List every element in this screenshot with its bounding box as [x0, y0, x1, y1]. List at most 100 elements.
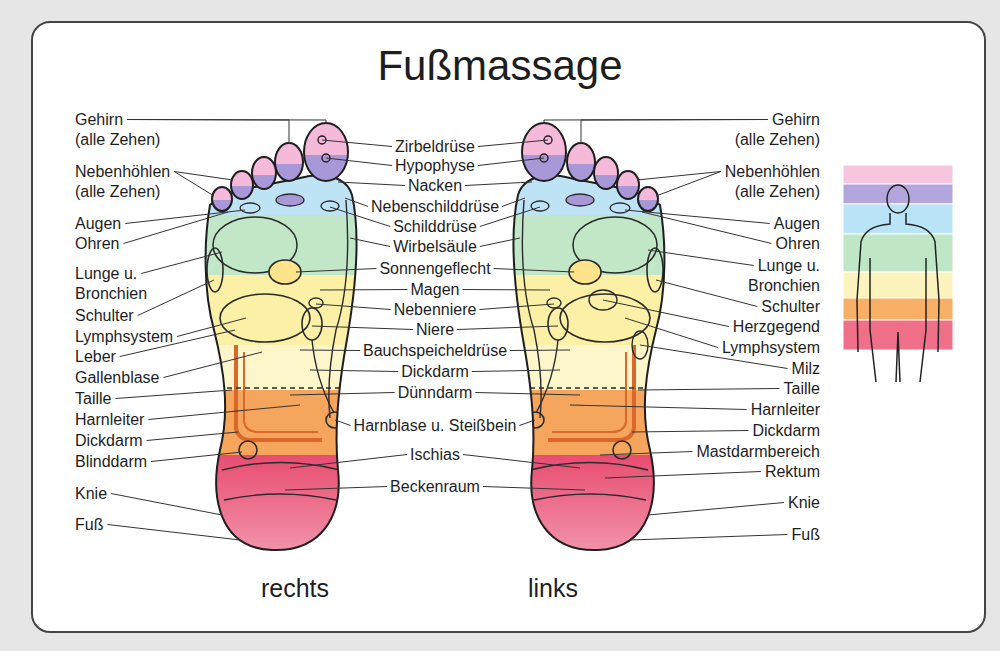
- zone-label: Ischias: [285, 445, 585, 465]
- zone-label: Taille: [784, 379, 820, 399]
- leader-line: [148, 405, 300, 420]
- chart-title: Fußmassage: [0, 40, 1000, 92]
- foot-caption: links: [458, 573, 648, 603]
- zone-label: Nacken: [285, 176, 585, 196]
- leader-line: [465, 182, 532, 186]
- zone-label: Magen: [285, 280, 585, 300]
- zone-label: Rektum: [765, 462, 820, 482]
- zone-label: Gehirn (alle Zehen): [75, 110, 165, 150]
- zone-label: Fuß: [792, 525, 820, 545]
- zone-label: Nebenhöhlen (alle Zehen): [75, 162, 175, 202]
- leader-line: [656, 280, 757, 307]
- zone-label: Augen: [774, 214, 820, 234]
- leader-line: [151, 452, 242, 462]
- illustration-part: [843, 165, 953, 184]
- leader-line: [480, 238, 520, 247]
- zone-label: Gehirn (alle Zehen): [730, 110, 820, 150]
- leader-line: [335, 420, 351, 426]
- zone-label: Blinddarm: [75, 452, 147, 472]
- leader-line: [605, 472, 761, 479]
- leader-line: [116, 390, 233, 399]
- leader-line: [519, 420, 535, 426]
- zone-label: Gallenblase: [75, 368, 160, 388]
- leader-line: [300, 350, 360, 352]
- leader-line: [290, 455, 407, 469]
- leader-line: [350, 238, 390, 247]
- leader-line: [164, 352, 263, 378]
- body-zone-key: [843, 165, 953, 382]
- illustration-part: [843, 298, 953, 320]
- leader-line: [472, 370, 560, 372]
- leader-line: [632, 431, 748, 433]
- zone-label: Augen: [75, 214, 121, 234]
- zone-label: Leber: [75, 347, 116, 367]
- leader-line: [642, 212, 772, 244]
- leader-line: [638, 389, 780, 391]
- illustration-part: [843, 184, 953, 204]
- leader-line: [625, 210, 770, 224]
- leader-line: [338, 182, 405, 186]
- zone-label: Dickdarm: [285, 362, 585, 382]
- zone-label: Wirbelsäule: [285, 237, 585, 257]
- zone-label: Ohren: [75, 234, 119, 254]
- leader-line: [174, 172, 233, 181]
- illustration-part: [843, 204, 953, 234]
- zone-label: Bauchspeicheldrüse: [285, 341, 585, 361]
- leader-line: [285, 487, 387, 491]
- leader-line: [310, 370, 398, 372]
- leader-line: [570, 405, 747, 410]
- leader-line: [290, 393, 395, 396]
- leader-line: [108, 525, 241, 541]
- leader-line: [326, 158, 392, 166]
- leader-line: [141, 252, 222, 274]
- zone-label: Mastdarmbereich: [696, 442, 820, 462]
- foot-area: rechts: [200, 120, 390, 603]
- leader-line: [648, 503, 784, 516]
- leader-line: [138, 280, 214, 316]
- leader-line: [600, 452, 692, 456]
- illustration-part: [843, 272, 953, 298]
- leader-line: [483, 487, 585, 491]
- leader-line: [111, 494, 222, 516]
- foot-area: links: [458, 120, 648, 603]
- leader-line: [312, 326, 413, 330]
- leader-line: [463, 289, 551, 291]
- right-foot: [180, 123, 380, 565]
- leader-line: [475, 393, 580, 396]
- leader-line: [637, 172, 721, 181]
- zone-label: Schilddrüse: [285, 217, 585, 237]
- zone-label: Knie: [75, 484, 107, 504]
- zone-label: Fuß: [75, 515, 103, 535]
- zone-label: Nebenniere: [285, 300, 585, 320]
- zone-label: Hypophyse: [285, 156, 585, 176]
- leader-line: [457, 326, 558, 330]
- zone-label: Dünndarm: [285, 383, 585, 403]
- zone-label: Schulter: [761, 297, 820, 317]
- leader-line: [494, 269, 574, 273]
- illustration-part: [887, 185, 909, 213]
- leader-line: [630, 535, 788, 541]
- zone-label: Lunge u. Bronchien: [75, 264, 165, 304]
- left-foot: [490, 123, 690, 565]
- leader-line: [320, 289, 408, 291]
- leader-line: [174, 172, 214, 197]
- zone-label: Dickdarm: [752, 421, 820, 441]
- leader-line: [502, 198, 525, 207]
- leader-line: [625, 318, 718, 348]
- zone-label: Taille: [75, 389, 111, 409]
- zone-label: Harnblase u. Steißbein: [285, 416, 585, 436]
- zone-label: Sonnengeflecht: [285, 259, 585, 279]
- leader-line: [479, 304, 554, 310]
- zone-label: Lymphsystem: [75, 327, 173, 347]
- zone-label: Schulter: [75, 306, 134, 326]
- zone-label: Dickdarm: [75, 431, 143, 451]
- card-frame: [32, 22, 985, 632]
- leader-line: [603, 300, 729, 327]
- leader-line: [177, 318, 246, 337]
- zone-label: Niere: [285, 320, 585, 340]
- zone-label: Milz: [792, 359, 820, 379]
- zone-label: Lymphsystem: [722, 338, 820, 358]
